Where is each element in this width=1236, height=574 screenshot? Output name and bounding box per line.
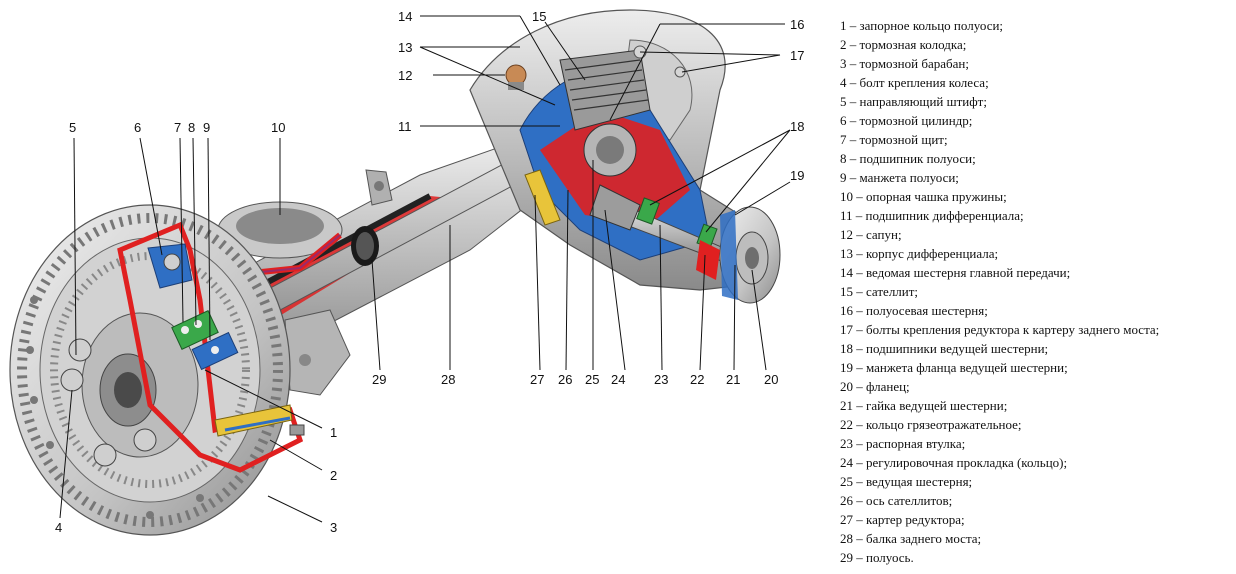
callout-18: 18	[790, 119, 804, 134]
callout-1: 1	[330, 425, 337, 440]
final-drive-housing	[469, 9, 746, 291]
legend-item: 7 – тормозной щит;	[840, 132, 948, 147]
legend-item: 23 – распорная втулка;	[840, 436, 966, 451]
legend-item: 3 – тормозной барабан;	[840, 56, 969, 71]
legend-item: 26 – ось сателлитов;	[840, 493, 953, 508]
legend-item: 14 – ведомая шестерня главной передачи;	[840, 265, 1071, 280]
callout-3: 3	[330, 520, 337, 535]
legend-item: 18 – подшипники ведущей шестерни;	[840, 341, 1049, 356]
legend-item: 28 – балка заднего моста;	[840, 531, 982, 546]
legend-item: 27 – картер редуктора;	[840, 512, 965, 527]
legend-item: 2 – тормозная колодка;	[840, 37, 967, 52]
legend-item: 25 – ведущая шестерня;	[840, 474, 973, 489]
legend-item: 17 – болты крепления редуктора к картеру…	[840, 322, 1160, 337]
legend-item: 13 – корпус дифференциала;	[840, 246, 999, 261]
brake-shoe	[214, 404, 305, 437]
callout-22: 22	[690, 372, 704, 387]
legend-item: 21 – гайка ведущей шестерни;	[840, 398, 1008, 413]
legend-item: 22 – кольцо грязеотражательное;	[840, 417, 1022, 432]
callout-17: 17	[790, 48, 804, 63]
callout-7: 7	[174, 120, 181, 135]
legend-item: 5 – направляющий штифт;	[840, 94, 987, 109]
ring-gear	[559, 49, 651, 131]
callout-9: 9	[203, 120, 210, 135]
callout-16: 16	[790, 17, 804, 32]
callout-12: 12	[398, 68, 412, 83]
legend-item: 8 – подшипник полуоси;	[840, 151, 976, 166]
callout-11: 11	[398, 119, 412, 134]
legend-item: 20 – фланец;	[840, 379, 910, 394]
callout-10: 10	[271, 120, 285, 135]
callout-24: 24	[611, 372, 625, 387]
callout-29: 29	[372, 372, 386, 387]
spring-seat-cup	[217, 201, 343, 279]
callout-19: 19	[790, 168, 804, 183]
callout-6: 6	[134, 120, 141, 135]
rear-axle-cutaway-diagram: 1 2 3 4 5 6 7 8 9 10 11 12 13 14 15 16 1…	[9, 9, 804, 536]
parts-legend: 1 – запорное кольцо полуоси; 2 – тормозн…	[840, 16, 1232, 567]
legend-item: 4 – болт крепления колеса;	[840, 75, 989, 90]
legend-item: 29 – полуось.	[840, 550, 914, 565]
callout-2: 2	[330, 468, 337, 483]
legend-item: 1 – запорное кольцо полуоси;	[840, 18, 1004, 33]
legend-item: 11 – подшипник дифференциала;	[840, 208, 1024, 223]
legend-item: 19 – манжета фланца ведущей шестерни;	[840, 360, 1068, 375]
callout-20: 20	[764, 372, 778, 387]
callout-26: 26	[558, 372, 572, 387]
callout-15: 15	[532, 9, 546, 24]
callout-13: 13	[398, 40, 412, 55]
legend-item: 15 – сателлит;	[840, 284, 919, 299]
legend-item: 24 – регулировочная прокладка (кольцо);	[840, 455, 1068, 470]
legend-item: 16 – полуосевая шестерня;	[840, 303, 988, 318]
callout-5: 5	[69, 120, 76, 135]
legend-item: 6 – тормозной цилиндр;	[840, 113, 973, 128]
brake-drum	[9, 204, 291, 536]
callout-numbers: 1 2 3 4 5 6 7 8 9 10 11 12 13 14 15 16 1…	[55, 9, 804, 535]
callout-23: 23	[654, 372, 668, 387]
axle-bearing	[171, 310, 239, 371]
callout-8: 8	[188, 120, 195, 135]
callout-21: 21	[726, 372, 740, 387]
legend-item: 12 – сапун;	[840, 227, 902, 242]
callout-14: 14	[398, 9, 412, 24]
callout-27: 27	[530, 372, 544, 387]
callout-25: 25	[585, 372, 599, 387]
callout-4: 4	[55, 520, 62, 535]
callout-28: 28	[441, 372, 455, 387]
legend-item: 9 – манжета полуоси;	[840, 170, 959, 185]
callout-leaders	[59, 15, 791, 523]
legend-item: 10 – опорная чашка пружины;	[840, 189, 1007, 204]
